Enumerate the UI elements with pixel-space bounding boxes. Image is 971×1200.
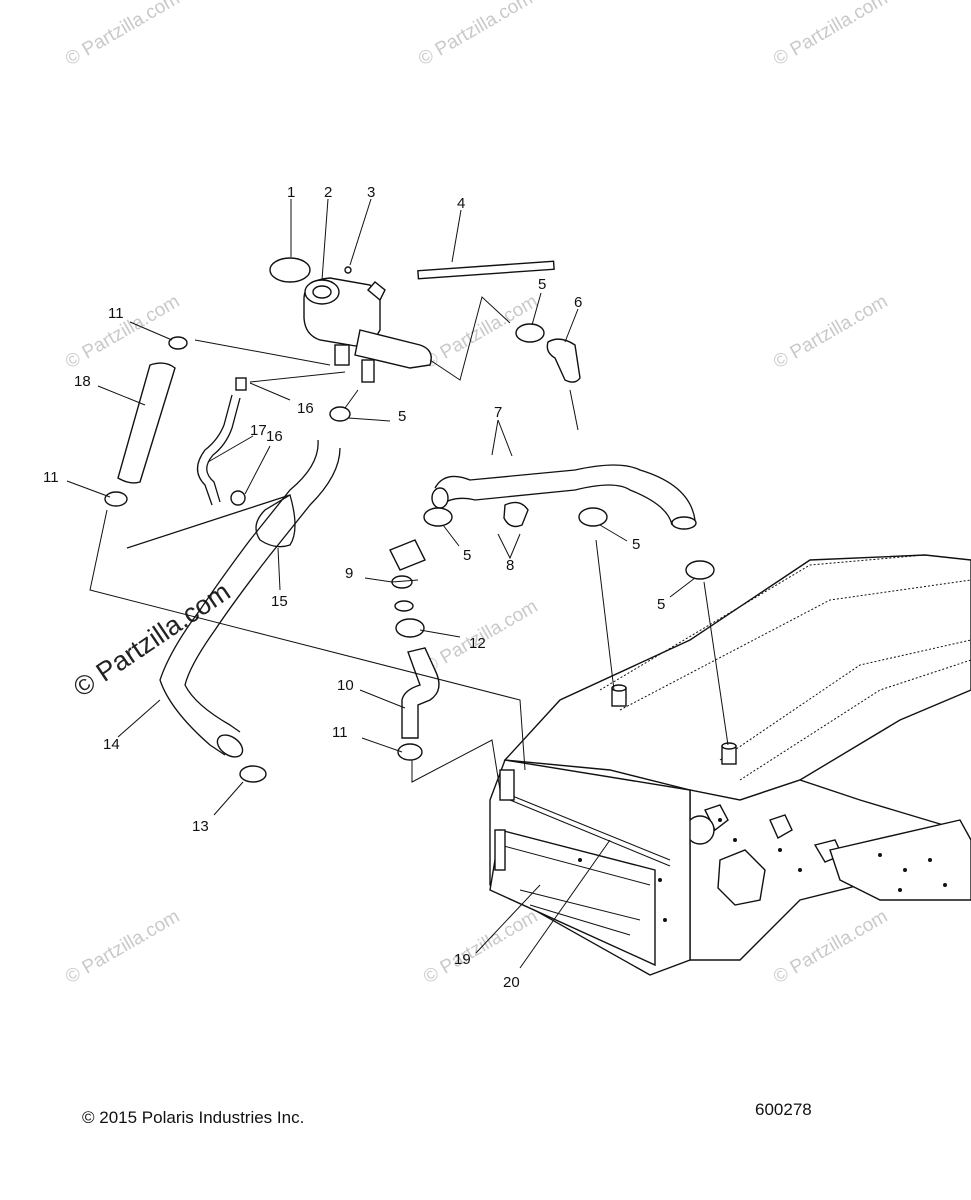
- callout-19: 19: [454, 951, 471, 968]
- callout-13: 13: [192, 818, 209, 835]
- copyright-text: © 2015 Polaris Industries Inc.: [82, 1108, 305, 1127]
- callout-2: 2: [324, 184, 332, 201]
- callout-16: 16: [297, 400, 314, 417]
- clamps: [104, 323, 715, 783]
- fitting-16b: [230, 490, 246, 506]
- callout-10: 10: [337, 677, 354, 694]
- coolant-tank: [269, 257, 555, 383]
- radiator-cap: [269, 257, 311, 283]
- callout-1: 1: [287, 184, 295, 201]
- diagram-number: 600278: [755, 1100, 812, 1119]
- callout-9: 9: [345, 565, 353, 582]
- hose-7: [434, 464, 696, 521]
- callout-7: 7: [494, 404, 502, 421]
- callout-11: 11: [43, 469, 59, 486]
- callouts: 1 2 3 4 5 6 11 18 16 5 17 16 7 11 5 8 5 …: [43, 184, 665, 991]
- callout-3: 3: [367, 184, 375, 201]
- leader-lines: [66, 198, 729, 969]
- callout-16: 16: [266, 428, 283, 445]
- callout-14: 14: [103, 736, 120, 753]
- hose-18: [117, 362, 176, 484]
- overflow-tube: [417, 260, 555, 280]
- callout-18: 18: [74, 373, 91, 390]
- callout-8: 8: [506, 557, 514, 574]
- callout-5: 5: [632, 536, 640, 553]
- fitting-16a: [235, 377, 247, 391]
- callout-5: 5: [538, 276, 546, 293]
- callout-6: 6: [574, 294, 582, 311]
- hose-17: [196, 394, 233, 506]
- elbow-6: [546, 338, 581, 383]
- callout-17: 17: [250, 422, 267, 439]
- callout-4: 4: [457, 195, 465, 212]
- tie-15: [255, 494, 296, 548]
- callout-15: 15: [271, 593, 288, 610]
- hose-10: [401, 647, 440, 739]
- callout-5: 5: [463, 547, 471, 564]
- hose-14: [159, 439, 319, 756]
- callout-11: 11: [108, 305, 124, 322]
- callout-5: 5: [657, 596, 665, 613]
- callout-12: 12: [469, 635, 486, 652]
- chassis-tunnel: [489, 554, 971, 976]
- callout-11: 11: [332, 724, 348, 741]
- callout-5: 5: [398, 408, 406, 425]
- callout-20: 20: [503, 974, 520, 991]
